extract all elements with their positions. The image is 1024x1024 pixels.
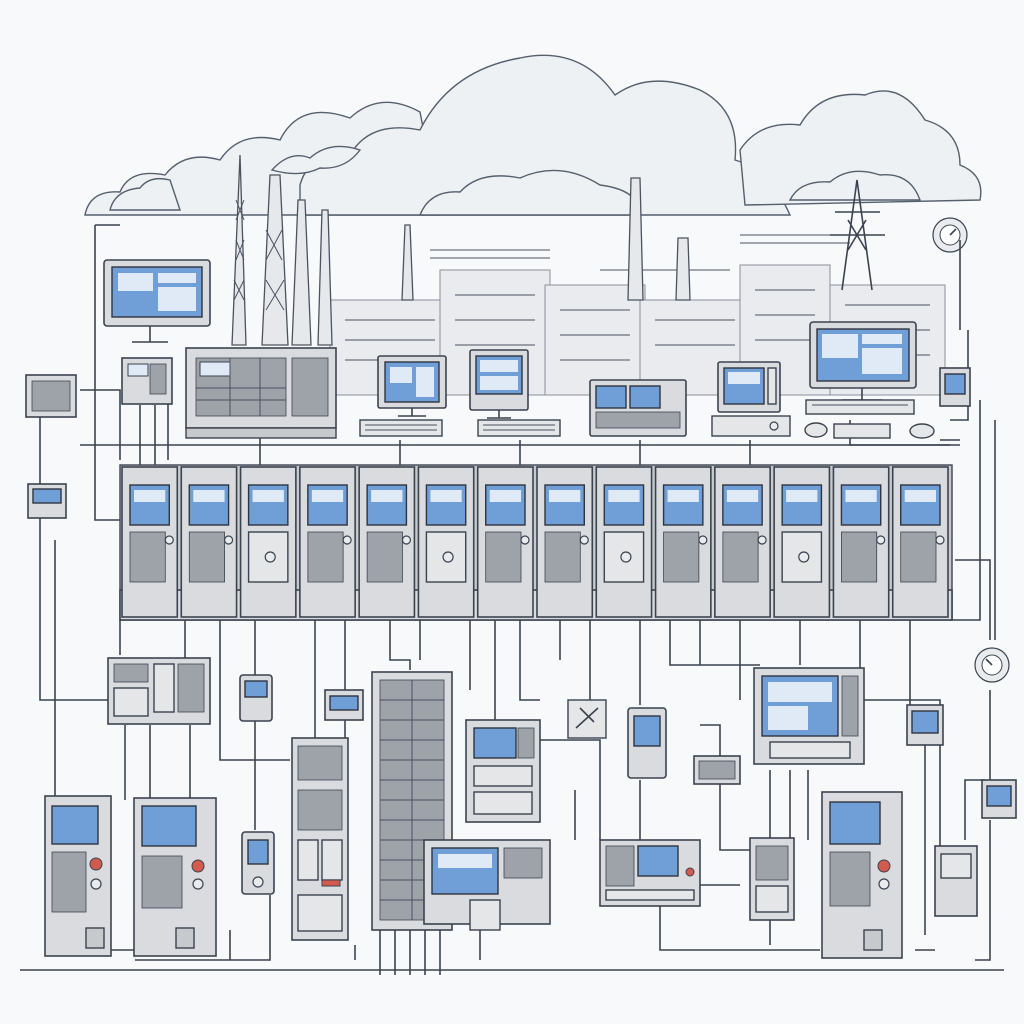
control-cabinet-icon	[654, 466, 712, 618]
control-cabinet-icon	[417, 466, 475, 618]
keyboard-icon	[477, 419, 561, 437]
smokestack-icon	[401, 224, 414, 301]
cloud-icon	[788, 170, 921, 201]
control-cabinet-icon	[180, 466, 238, 618]
control-cabinet-icon	[476, 466, 534, 618]
gauge-icon	[932, 217, 968, 253]
handheld-terminal	[239, 674, 273, 722]
control-cabinet-icon	[239, 466, 297, 618]
control-cabinet-icon	[773, 466, 831, 618]
hmi-terminal	[753, 667, 865, 765]
smokestack-icon	[317, 209, 333, 346]
cloud-icon	[299, 54, 792, 216]
hmi-terminal	[423, 839, 551, 931]
keyboard-icon	[359, 419, 443, 437]
io-module	[934, 845, 978, 917]
keyboard-icon	[805, 399, 915, 415]
background-building	[544, 284, 646, 396]
hmi-panel	[465, 719, 541, 823]
control-cabinet-icon	[536, 466, 594, 618]
monitor-icon	[804, 321, 935, 439]
desktop-computer	[589, 379, 687, 437]
io-module	[27, 483, 67, 519]
handheld-terminal	[627, 707, 667, 779]
io-module	[906, 704, 944, 746]
cloud-icon	[109, 177, 181, 211]
control-cabinet-icon	[891, 466, 949, 618]
controller-unit	[121, 357, 173, 405]
control-cabinet-icon	[832, 466, 890, 618]
io-module	[939, 367, 971, 407]
smokestack-icon	[291, 199, 312, 346]
cloud-icon	[418, 169, 641, 216]
cloud-icon	[739, 90, 982, 206]
gauge-icon	[974, 647, 1010, 683]
control-panel	[291, 737, 349, 941]
mouse-icon	[909, 423, 935, 439]
control-cabinet-icon	[358, 466, 416, 618]
floor-cabinet	[44, 795, 112, 957]
control-cabinets	[121, 466, 949, 618]
desktop-computer	[359, 355, 447, 437]
io-module	[693, 755, 741, 785]
smokestack-icon	[627, 177, 644, 301]
floor-cabinet	[821, 791, 903, 959]
rack-server	[185, 347, 337, 439]
transmission-tower-icon	[830, 179, 885, 291]
io-module	[749, 837, 795, 921]
floor-cabinet	[133, 797, 217, 957]
control-cabinet-icon	[121, 466, 179, 618]
desktop-computer	[469, 349, 561, 437]
control-cabinet-icon	[595, 466, 653, 618]
handheld-terminal	[241, 831, 275, 895]
network-cabling	[20, 224, 1004, 975]
monitor-icon	[103, 259, 211, 343]
io-module	[25, 374, 77, 418]
control-cabinet-icon	[714, 466, 771, 618]
control-cabinet-icon	[299, 466, 356, 618]
background-building	[639, 299, 751, 396]
sensor-icon	[567, 699, 607, 739]
plc-controller	[107, 657, 211, 725]
smokestack-icon	[675, 237, 691, 301]
io-module	[324, 689, 364, 721]
mouse-icon	[804, 422, 828, 438]
cloud-group	[84, 54, 982, 216]
desktop-computer	[711, 361, 791, 437]
io-module	[981, 779, 1017, 819]
plc-controller	[599, 839, 701, 907]
